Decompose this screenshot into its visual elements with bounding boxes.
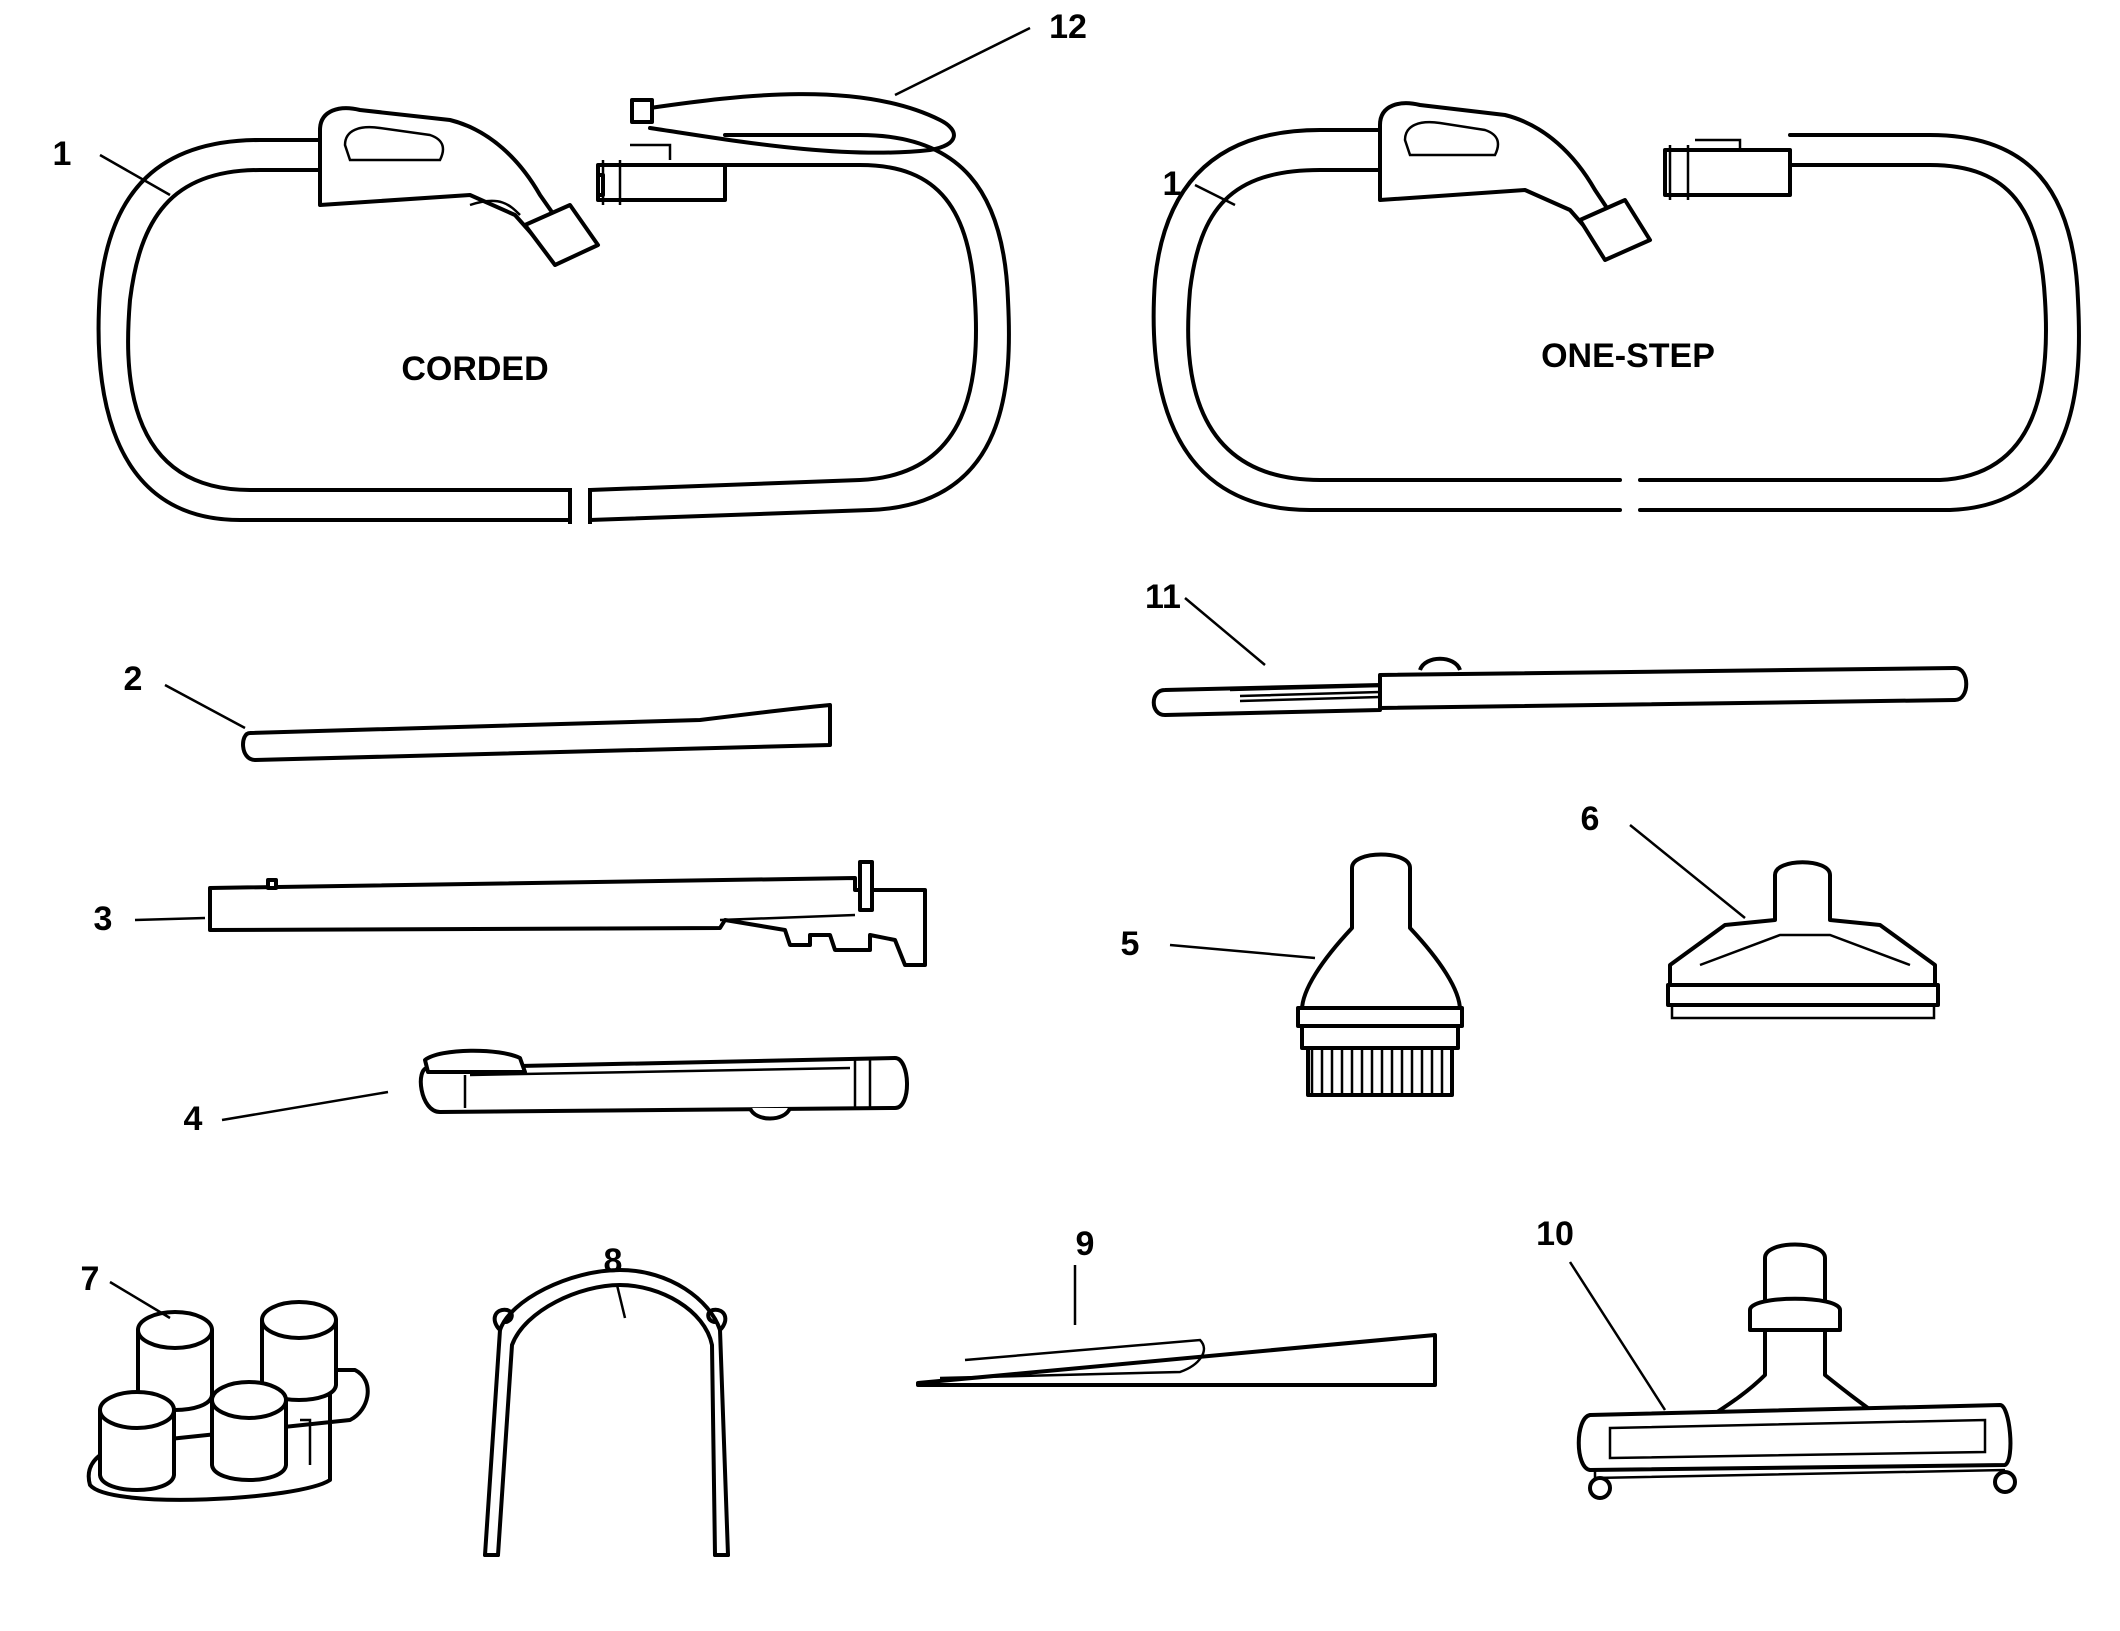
part-number-1-one-step: 1 — [1163, 165, 1182, 203]
part-numbers: 1 1 12 11 2 3 4 5 6 7 8 9 10 — [53, 8, 1600, 1298]
part-number-6: 6 — [1581, 800, 1600, 838]
telescopic-wand — [1151, 656, 1969, 717]
extension-wand — [241, 703, 832, 762]
part-number-2: 2 — [124, 660, 143, 698]
part-number-9: 9 — [1076, 1225, 1095, 1263]
clip — [483, 1268, 730, 1557]
part-number-1-corded: 1 — [53, 135, 72, 173]
cord — [630, 92, 956, 155]
part-number-4: 4 — [184, 1100, 203, 1138]
leader-lines — [99, 26, 1746, 1411]
corded-hose — [96, 106, 1011, 524]
edge-tool — [208, 860, 927, 967]
dusting-brush — [1296, 852, 1464, 1097]
part-number-3: 3 — [94, 900, 113, 938]
part-number-5: 5 — [1121, 925, 1140, 963]
part-number-10: 10 — [1536, 1215, 1574, 1253]
corded-label: CORDED — [401, 350, 548, 388]
tool-caddy — [86, 1300, 370, 1502]
crevice-tool — [916, 1333, 1437, 1387]
one-step-label: ONE-STEP — [1541, 337, 1715, 375]
upholstery-tool — [1666, 860, 1940, 1020]
power-wand — [418, 1048, 909, 1121]
one-step-hose — [1151, 101, 2081, 512]
part-number-11: 11 — [1145, 578, 1181, 616]
part-number-12: 12 — [1049, 8, 1087, 46]
floor-tool — [1576, 1242, 2017, 1500]
part-number-8: 8 — [604, 1242, 623, 1280]
part-number-7: 7 — [81, 1260, 100, 1298]
